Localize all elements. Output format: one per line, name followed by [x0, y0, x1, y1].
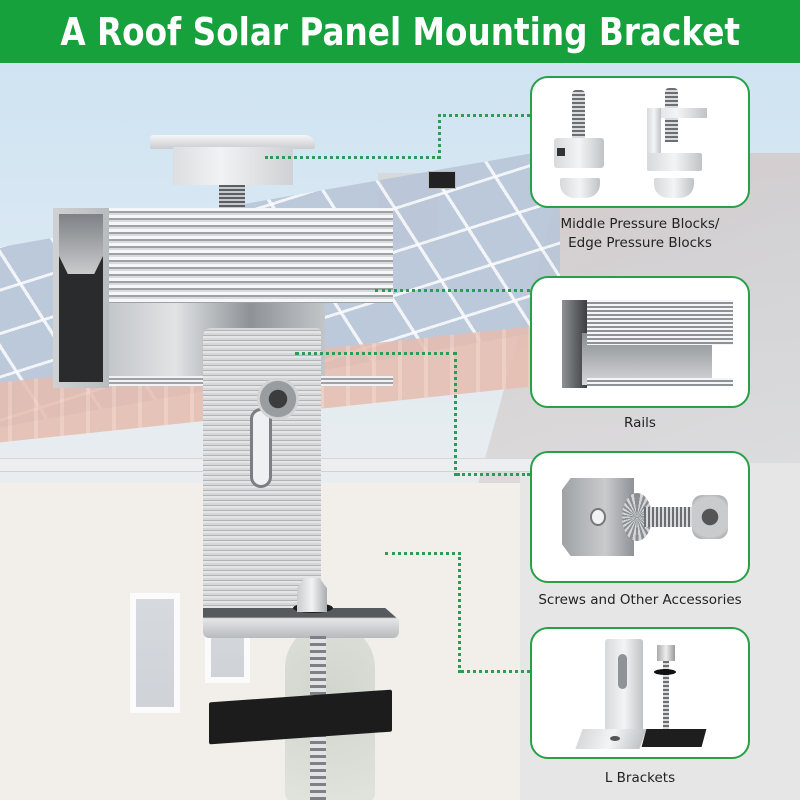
banner: A Roof Solar Panel Mounting Bracket — [0, 0, 800, 63]
connector-screws — [457, 473, 530, 476]
l-bracket-vertical — [203, 328, 321, 613]
caption-rails: Rails — [520, 414, 760, 433]
background-window — [130, 593, 180, 713]
component-card-l-brackets — [530, 627, 750, 759]
connector-l-brackets — [385, 552, 461, 673]
component-card-pressure-blocks — [530, 76, 750, 208]
connector-l-brackets — [461, 670, 530, 673]
caption-line: Screws and Other Accessories — [538, 592, 742, 608]
caption-line: Edge Pressure Blocks — [568, 235, 712, 251]
connector-pressure-blocks — [265, 115, 440, 159]
page-title: A Roof Solar Panel Mounting Bracket — [60, 9, 740, 54]
rail — [53, 208, 393, 393]
hex-socket-bolt-icon — [257, 378, 299, 420]
pressure-block-bolt-icon — [219, 185, 245, 210]
component-card-screws — [530, 451, 750, 583]
l-bracket-foot — [203, 608, 399, 638]
rail-ribs — [109, 208, 393, 303]
caption-l-brackets: L Brackets — [520, 769, 760, 788]
rail-end-profile — [53, 208, 109, 388]
l-bracket-slot — [250, 408, 272, 488]
caption-line: Middle Pressure Blocks/ — [560, 216, 720, 232]
rail-hook — [59, 214, 103, 274]
connector-pressure-blocks — [438, 114, 530, 159]
caption-screws: Screws and Other Accessories — [520, 591, 760, 610]
caption-pressure-blocks: Middle Pressure Blocks/ Edge Pressure Bl… — [520, 215, 760, 253]
pressure-block-body — [173, 147, 456, 189]
pressure-block-slot — [428, 171, 456, 189]
connector-screws — [295, 352, 457, 476]
caption-line: Rails — [624, 415, 656, 431]
hex-nut-icon — [297, 578, 327, 612]
caption-line: L Brackets — [604, 770, 676, 786]
pressure-block-top — [150, 135, 315, 149]
component-card-rails — [530, 276, 750, 408]
connector-rails — [375, 289, 530, 292]
